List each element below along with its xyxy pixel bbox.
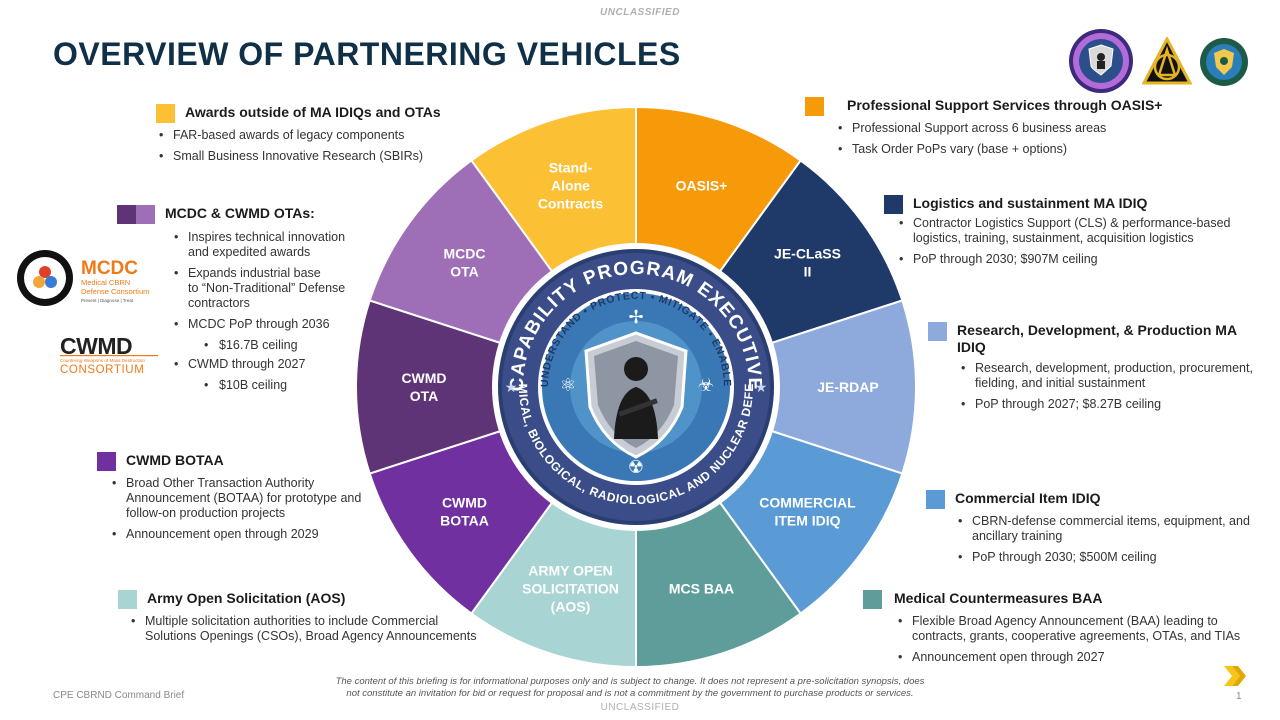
- note-botaa-bullet: Announcement open through 2029: [109, 527, 387, 542]
- note-commercial-bullet: PoP through 2030; $500M ceiling: [955, 550, 1256, 565]
- cwmd-logo-icon: CWMD Countering Weapons of Mass Destruct…: [58, 334, 162, 376]
- note-jeclass-bullet: PoP through 2030; $907M ceiling: [896, 252, 1254, 267]
- wheel-label-oasis: OASIS+: [676, 177, 728, 193]
- mcs-swatch: [863, 590, 882, 609]
- botaa-swatch: [97, 452, 116, 471]
- mcdc-logo-name: MCDC: [81, 258, 138, 279]
- note-mcdc-bullet: Inspires technical innovation and expedi…: [171, 230, 357, 260]
- note-standalone-bullet: Small Business Innovative Research (SBIR…: [156, 149, 476, 164]
- cpe-emblem-icon: [1068, 28, 1134, 94]
- biohazard-icon: ☣: [698, 375, 714, 395]
- note-mcs-head: Medical Countermeasures BAA: [894, 590, 1103, 606]
- svg-text:★: ★: [755, 379, 768, 395]
- atom-icon-top: ✢: [628, 307, 643, 327]
- mcdc-logo-sub1: Medical CBRN: [81, 278, 130, 287]
- svg-text:★: ★: [505, 379, 518, 395]
- note-standalone: Awards outside of MA IDIQs and OTAs FAR-…: [156, 104, 476, 170]
- note-mcdc-cwmd: MCDC & CWMD OTAs: Inspires technical inn…: [117, 205, 357, 397]
- disclaimer-line2: not constitute an invitation for bid or …: [346, 688, 914, 699]
- note-oasis-bullet: Professional Support across 6 business a…: [835, 121, 1205, 136]
- jpeo-emblem-icon: [1142, 37, 1192, 87]
- commercial-swatch: [926, 490, 945, 509]
- note-jeclass: Logistics and sustainment MA IDIQ Contra…: [884, 195, 1254, 273]
- note-oasis-head: Professional Support Services through OA…: [847, 97, 1163, 113]
- note-mcdc-sub: $16.7B ceiling: [171, 338, 357, 353]
- disclaimer: The content of this briefing is for info…: [290, 676, 970, 700]
- note-aos-bullet: Multiple solicitation authorities to inc…: [128, 614, 498, 644]
- note-aos-head: Army Open Solicitation (AOS): [147, 590, 346, 606]
- dod-emblem-icon: [1199, 37, 1249, 87]
- note-standalone-bullet: FAR-based awards of legacy components: [156, 128, 476, 143]
- note-jerdap-bullet: PoP through 2027; $8.27B ceiling: [958, 397, 1268, 412]
- note-mcs: Medical Countermeasures BAA Flexible Bro…: [863, 590, 1263, 671]
- cwmd-logo-name: CWMD: [60, 334, 132, 359]
- note-commercial-bullet: CBRN-defense commercial items, equipment…: [955, 514, 1256, 544]
- disclaimer-line1: The content of this briefing is for info…: [335, 676, 925, 687]
- soldier-icon: [624, 357, 648, 381]
- note-aos: Army Open Solicitation (AOS) Multiple so…: [118, 590, 498, 650]
- note-mcdc-head: MCDC & CWMD OTAs:: [165, 205, 315, 221]
- note-botaa-bullet: Broad Other Transaction Authority Announ…: [109, 476, 387, 521]
- note-mcdc-bullet: Expands industrial base to “Non-Traditio…: [171, 266, 357, 311]
- jeclass-swatch: [884, 195, 903, 214]
- note-commercial: Commercial Item IDIQ CBRN-defense commer…: [926, 490, 1256, 571]
- page-number: 1: [1236, 691, 1242, 702]
- classification-bottom: UNCLASSIFIED: [600, 702, 680, 713]
- mcdc-logo-sub2: Defense Consortium: [81, 287, 149, 296]
- note-mcs-bullet: Flexible Broad Agency Announcement (BAA)…: [895, 614, 1263, 644]
- note-mcdc-sub: $10B ceiling: [171, 378, 357, 393]
- atom-icon-left: ⚛: [560, 375, 576, 395]
- oasis-swatch: [805, 97, 824, 116]
- note-mcdc-bullet: CWMD through 2027: [171, 357, 357, 372]
- note-oasis-bullet: Task Order PoPs vary (base + options): [835, 142, 1205, 157]
- note-commercial-head: Commercial Item IDIQ: [955, 490, 1101, 506]
- mcdc-logo-icon: MCDC Medical CBRN Defense Consortium Pre…: [15, 248, 165, 308]
- chevron-right-icon: [1222, 664, 1248, 693]
- footer-brief-name: CPE CBRND Command Brief: [53, 690, 185, 701]
- cwmd-logo-sub2: CONSORTIUM: [60, 364, 144, 376]
- wheel-label-jerdap: JE-RDAP: [817, 379, 878, 395]
- wheel-label-mcs: MCS BAA: [669, 581, 734, 597]
- note-oasis: Professional Support Services through OA…: [805, 97, 1205, 163]
- note-mcs-bullet: Announcement open through 2027: [895, 650, 1263, 665]
- page-title: OVERVIEW OF PARTNERING VEHICLES: [53, 36, 681, 72]
- note-jeclass-head: Logistics and sustainment MA IDIQ: [913, 195, 1148, 211]
- jerdap-swatch: [928, 322, 947, 341]
- note-mcdc-bullet: MCDC PoP through 2036: [171, 317, 357, 332]
- note-jerdap: Research, Development, & Production MA I…: [928, 322, 1268, 418]
- standalone-swatch: [156, 104, 175, 123]
- radiation-icon: ☢: [628, 457, 644, 477]
- note-jerdap-head: Research, Development, & Production MA I…: [957, 322, 1238, 355]
- note-jeclass-bullet: Contractor Logistics Support (CLS) & per…: [896, 216, 1254, 246]
- cwmd-logo-sub1: Countering Weapons of Mass Destruction: [60, 358, 145, 363]
- note-botaa: CWMD BOTAA Broad Other Transaction Autho…: [97, 452, 387, 548]
- aos-swatch: [118, 590, 137, 609]
- note-botaa-head: CWMD BOTAA: [126, 452, 224, 468]
- classification-top: UNCLASSIFIED: [600, 7, 680, 18]
- note-standalone-head: Awards outside of MA IDIQs and OTAs: [185, 104, 441, 120]
- note-jerdap-bullet: Research, development, production, procu…: [958, 361, 1268, 391]
- mcdc-logo-sub3: Prevent | Diagnose | Treat: [81, 298, 134, 303]
